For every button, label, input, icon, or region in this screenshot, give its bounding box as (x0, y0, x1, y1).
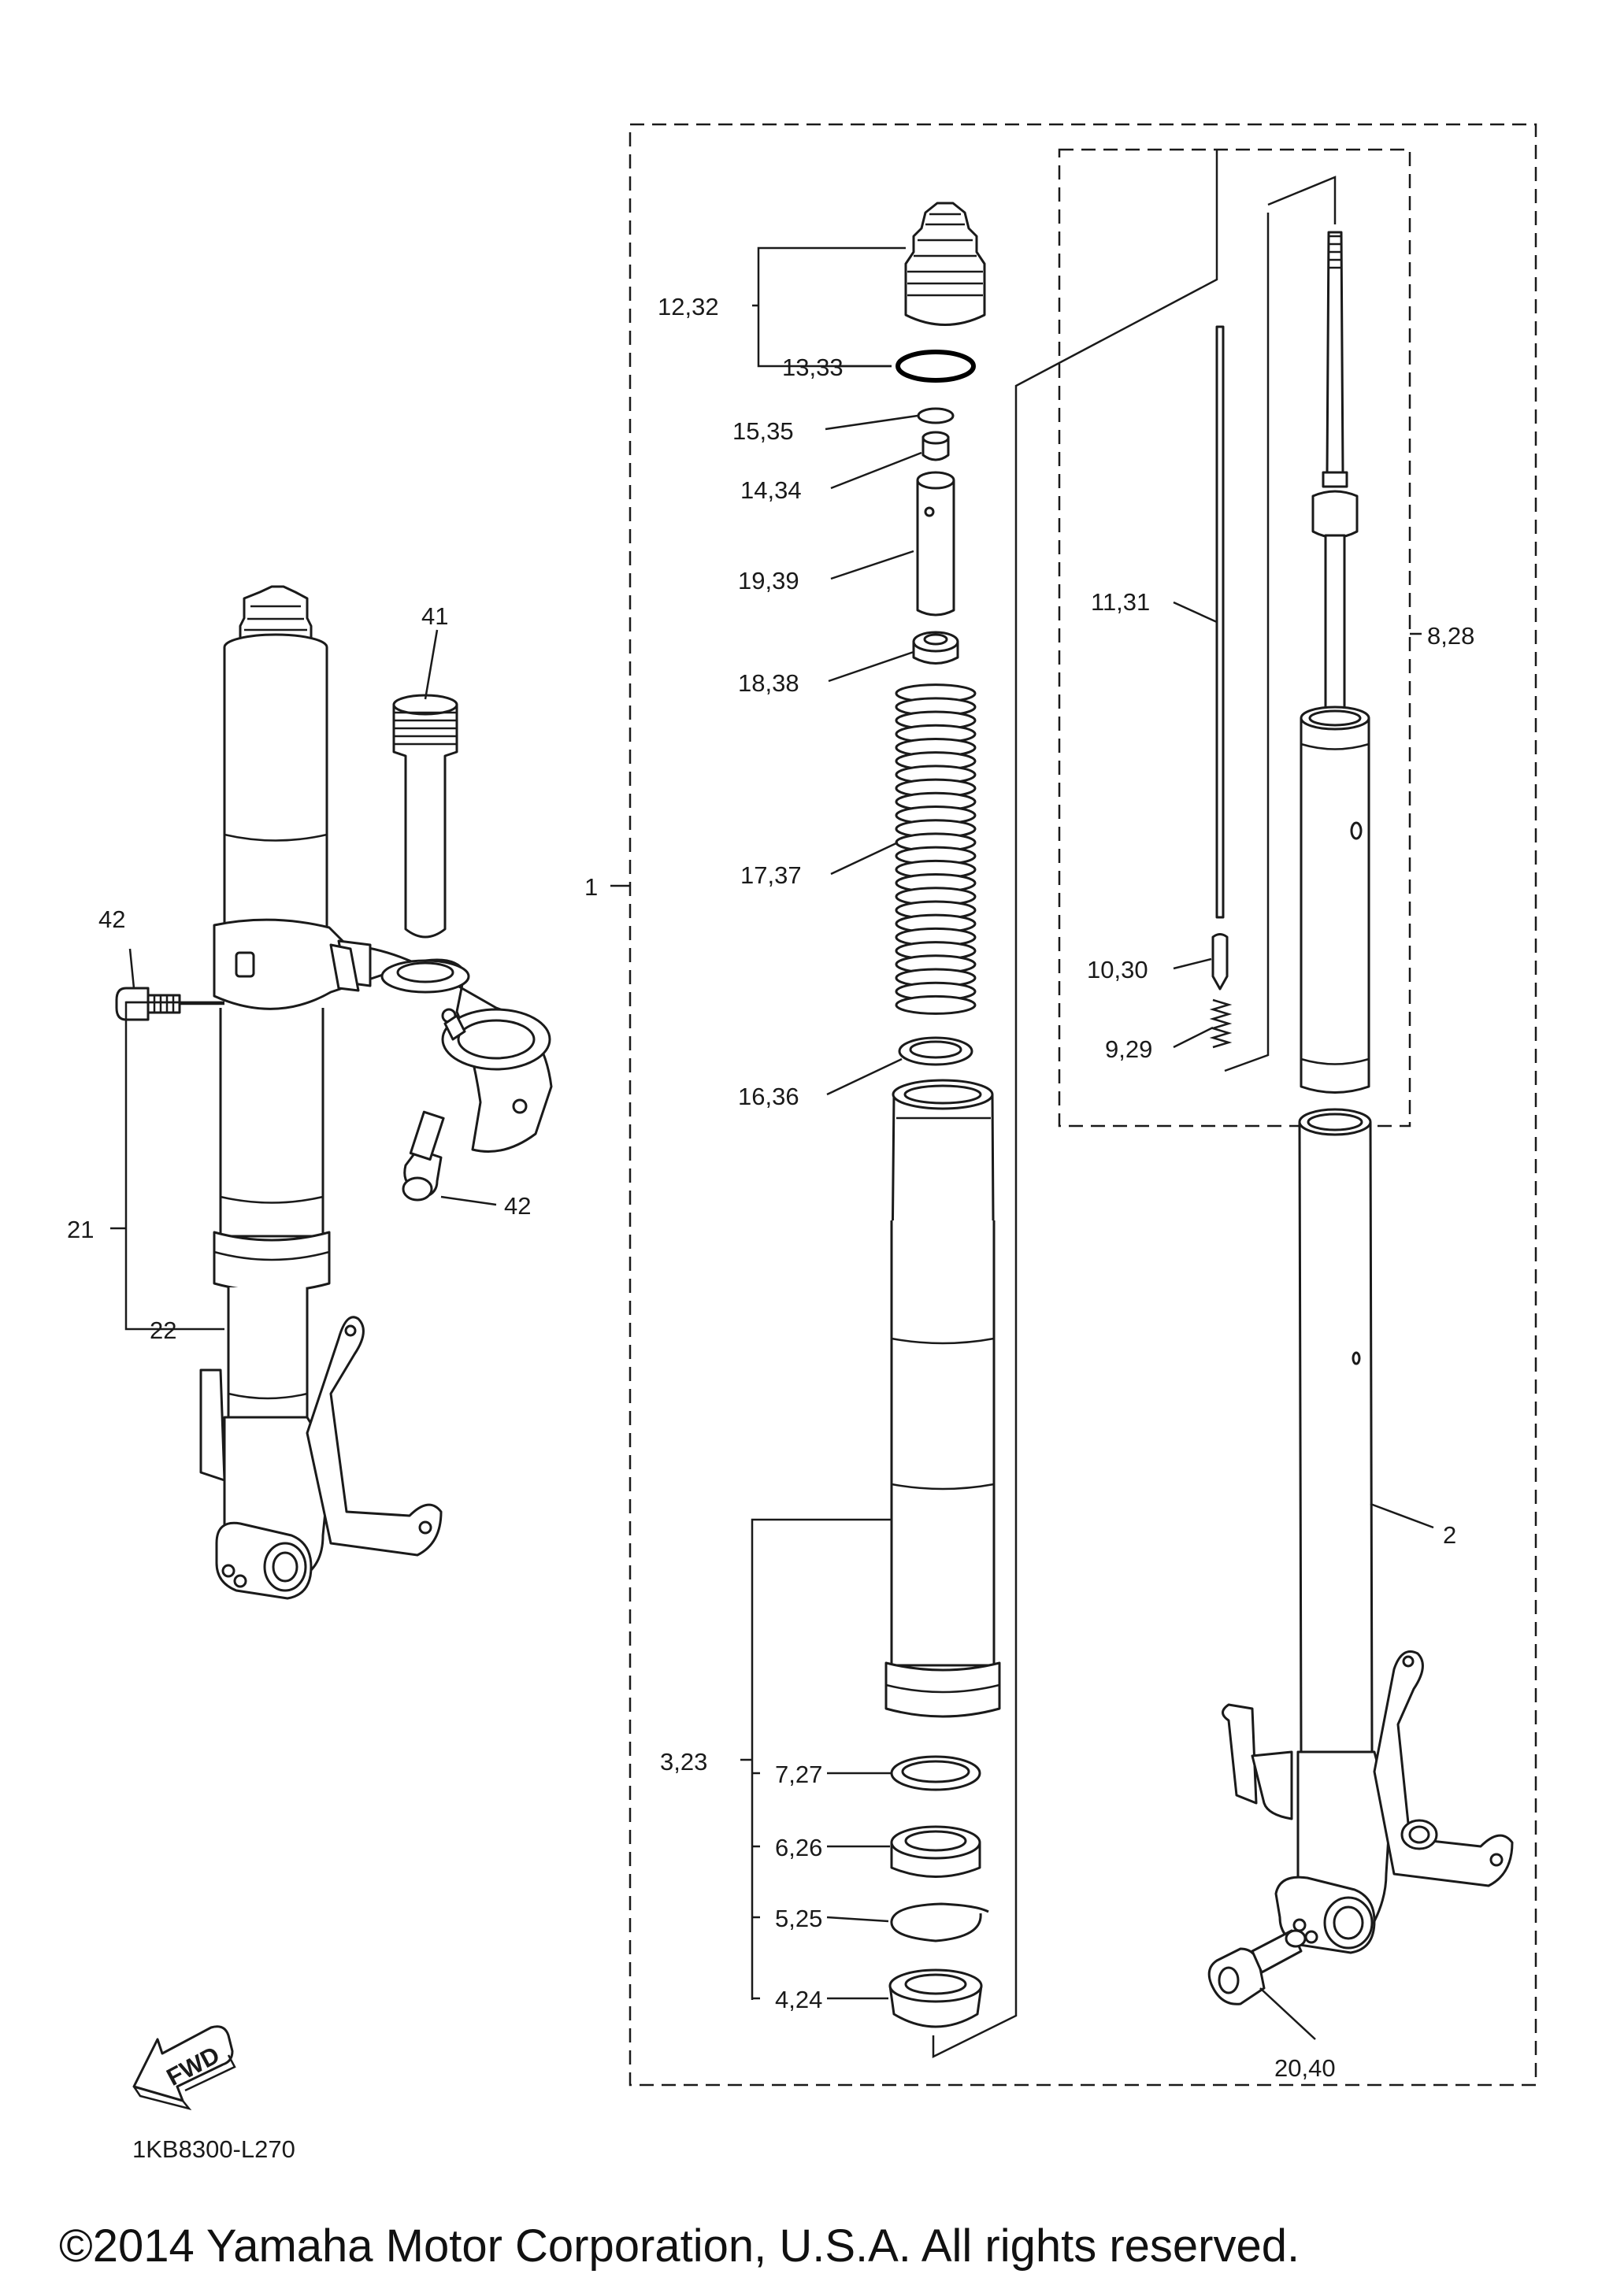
callout-labels: 12,32 13,33 15,35 14,34 19,39 18,38 17,3… (67, 293, 1474, 2082)
callout-12-32: 12,32 (658, 293, 719, 320)
callout-20-40: 20,40 (1274, 2054, 1336, 2082)
assembly-box-fork-1 (629, 123, 1537, 2087)
callout-21: 21 (67, 1216, 94, 1243)
fwd-arrow-icon: FWD (132, 2025, 236, 2111)
callout-1: 1 (584, 873, 598, 901)
callout-42-upper: 42 (98, 905, 125, 933)
callout-13-33: 13,33 (782, 354, 844, 381)
exploded-fork-components (884, 150, 1218, 2059)
callout-18-38: 18,38 (738, 669, 799, 697)
callout-41: 41 (421, 602, 448, 630)
callout-5-25: 5,25 (775, 1905, 822, 1932)
callout-2: 2 (1443, 1521, 1456, 1549)
callout-17-37: 17,37 (740, 861, 802, 889)
diagram-code: 1KB8300-L270 (132, 2135, 295, 2163)
fork-spring (895, 683, 977, 1015)
leader-lines (110, 246, 1434, 2040)
callout-22: 22 (150, 1316, 176, 1344)
callout-42-lower: 42 (504, 1192, 531, 1220)
callout-9-29: 9,29 (1105, 1035, 1152, 1063)
callout-8-28: 8,28 (1427, 622, 1474, 650)
copyright-notice: ©2014 Yamaha Motor Corporation, U.S.A. A… (59, 2220, 1300, 2272)
callout-7-27: 7,27 (775, 1761, 822, 1788)
callout-11-31: 11,31 (1091, 588, 1150, 616)
callout-16-36: 16,36 (738, 1083, 799, 1110)
spring-coil (895, 994, 977, 1015)
damper-rod-assembly (1209, 176, 1370, 1094)
callout-14-34: 14,34 (740, 476, 802, 504)
callout-4-24: 4,24 (775, 1986, 822, 2013)
callout-3-23: 3,23 (660, 1748, 707, 1776)
inner-tube-assembly (1207, 1108, 1514, 2005)
callout-15-35: 15,35 (732, 417, 794, 445)
callout-19-39: 19,39 (738, 567, 799, 594)
callout-10-30: 10,30 (1087, 956, 1148, 983)
assembled-fork-illustration (115, 585, 553, 1600)
assembly-box-damper-8-28 (1058, 148, 1411, 1128)
callout-6-26: 6,26 (775, 1834, 822, 1861)
